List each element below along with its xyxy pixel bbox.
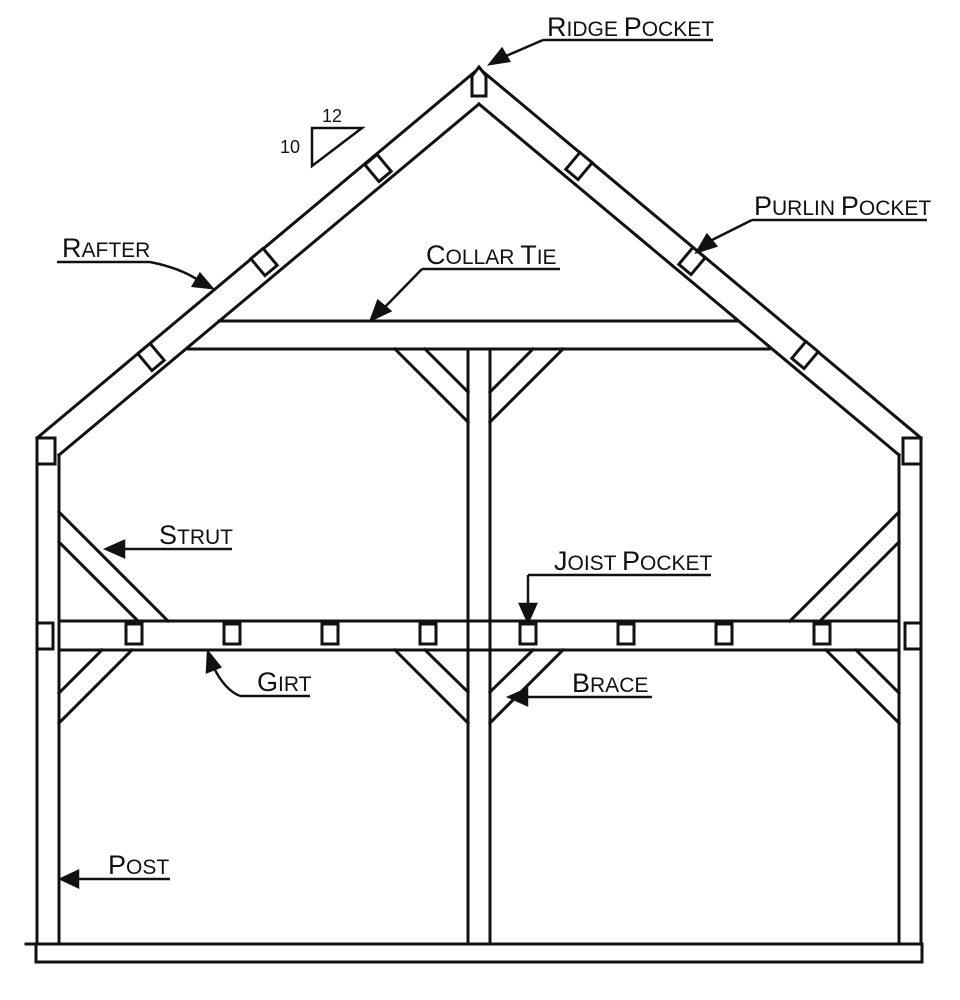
purlin-pocket-callout: PURLIN POCKET — [694, 191, 931, 255]
collar-tie-callout: COLLAR TIE — [368, 240, 560, 323]
girt — [35, 619, 923, 652]
pitch-indicator: 12 10 — [280, 106, 366, 169]
right-post — [897, 436, 923, 946]
girt-label: GIRT — [257, 667, 312, 697]
girt-callout: GIRT — [205, 648, 312, 698]
purlin-pockets — [135, 150, 821, 373]
sill-beam — [24, 942, 924, 964]
joist-pocket-callout: JOIST POCKET — [518, 546, 712, 626]
ridge-pocket-callout: RIDGE POCKET — [487, 12, 714, 66]
ridge-pocket-label: RIDGE POCKET — [547, 12, 714, 42]
pitch-run-label: 12 — [322, 106, 342, 126]
lower-braces — [56, 647, 902, 726]
joist-pocket-label: JOIST POCKET — [554, 546, 712, 576]
collar-tie — [185, 319, 771, 351]
joist-pockets — [124, 622, 832, 646]
rafter-callout: RAFTER — [57, 233, 215, 290]
left-post — [35, 436, 61, 946]
upper-braces — [392, 346, 566, 425]
struts — [56, 509, 902, 624]
strut-label: STRUT — [159, 520, 233, 550]
pitch-rise-label: 10 — [280, 137, 300, 157]
brace-callout: BRACE — [505, 668, 652, 707]
post-label: POST — [108, 850, 169, 880]
rafter-label: RAFTER — [62, 233, 150, 263]
ridge-pocket — [470, 64, 488, 98]
center-post — [466, 347, 492, 946]
strut-callout: STRUT — [102, 520, 233, 559]
purlin-pocket-label: PURLIN POCKET — [754, 191, 931, 221]
post-callout: POST — [58, 850, 170, 889]
brace-label: BRACE — [572, 668, 648, 698]
collar-tie-label: COLLAR TIE — [426, 240, 557, 270]
